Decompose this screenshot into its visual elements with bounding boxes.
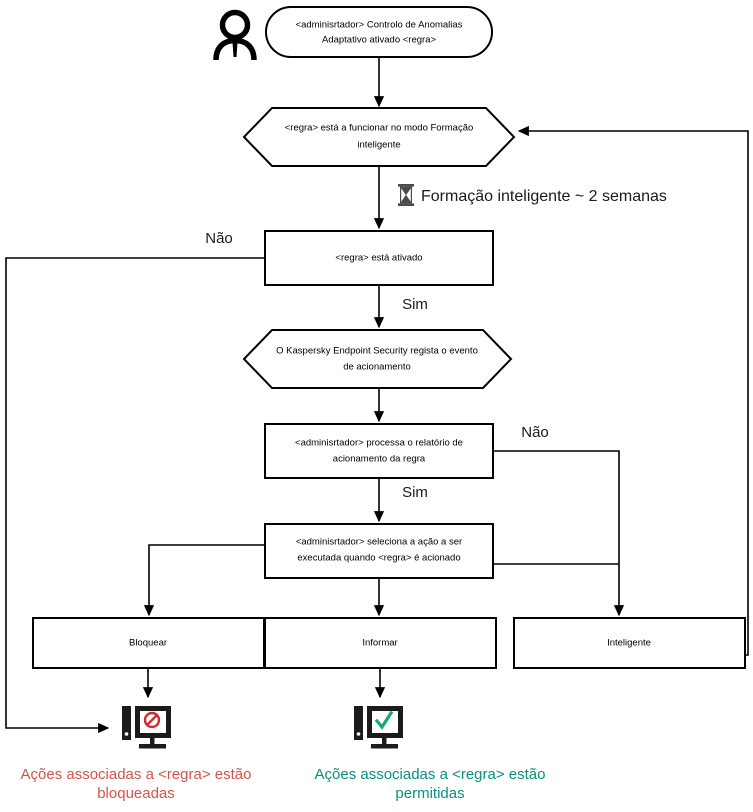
edge-smart-loopback — [517, 125, 749, 656]
outcome-caption-allowed-line1: Ações associadas a <regra> estão — [315, 766, 546, 783]
outcome-caption-blocked-line1: Ações associadas a <regra> estão — [21, 766, 252, 783]
node-admin-selects[interactable]: <adminisrtador> seleciona a ação a ser e… — [264, 523, 494, 579]
node-start-line2: Adaptativo ativado <regra> — [322, 35, 437, 46]
node-training-mode[interactable]: <regra> está a funcionar no modo Formaçã… — [242, 107, 516, 167]
node-action-inform[interactable]: Informar — [264, 617, 497, 669]
hourglass-icon — [398, 184, 414, 206]
outcome-caption-allowed: Ações associadas a <regra> estão permiti… — [315, 766, 546, 802]
outcome-caption-blocked: Ações associadas a <regra> estão bloquea… — [21, 766, 252, 802]
node-action-smart[interactable]: Inteligente — [513, 617, 746, 669]
node-start[interactable]: <adminisrtador> Controlo de Anomalias Ad… — [265, 6, 493, 58]
edge-selects-to-block — [143, 544, 265, 617]
node-rule-enabled[interactable]: <regra> está ativado — [264, 230, 494, 286]
node-admin-selects-line1: <adminisrtador> seleciona a ação a ser — [296, 537, 462, 548]
node-admin-report[interactable]: <adminisrtador> processa o relatório de … — [264, 423, 494, 479]
edge-label-admin-report-yes: Sim — [402, 484, 428, 501]
node-start-line1: <adminisrtador> Controlo de Anomalias — [296, 20, 463, 31]
edge-label-rule-enabled-no: Não — [205, 230, 233, 247]
note-training-duration: Formação inteligente ~ 2 semanas — [398, 184, 667, 206]
node-training-mode-line2: inteligente — [357, 140, 400, 151]
edge-label-admin-report-no: Não — [521, 424, 549, 441]
node-event-logged-line2: de acionamento — [343, 362, 411, 373]
person-tie-icon — [232, 42, 238, 57]
node-event-logged-line1: O Kaspersky Endpoint Security regista o … — [276, 346, 478, 357]
node-admin-report-line2: acionamento da regra — [333, 454, 426, 465]
node-rule-enabled-line1: <regra> está ativado — [335, 253, 422, 264]
outcome-caption-blocked-line2: bloqueadas — [97, 785, 175, 802]
monitor-allowed-icon — [354, 706, 403, 749]
note-training-duration-text: Formação inteligente ~ 2 semanas — [421, 188, 667, 205]
node-action-block-label: Bloquear — [129, 638, 167, 649]
node-action-smart-label: Inteligente — [607, 638, 651, 649]
monitor-blocked-icon — [122, 706, 171, 749]
person-icon — [213, 9, 257, 61]
edge-label-rule-enabled-yes: Sim — [402, 296, 428, 313]
edge-admin-report-no — [493, 450, 625, 617]
node-action-inform-label: Informar — [362, 638, 397, 649]
node-training-mode-line1: <regra> está a funcionar no modo Formaçã… — [285, 123, 474, 134]
edge-rule-enabled-no — [5, 257, 265, 734]
outcome-caption-allowed-line2: permitidas — [395, 785, 464, 802]
node-action-block[interactable]: Bloquear — [32, 617, 265, 669]
node-admin-selects-line2: executada quando <regra> é acionado — [297, 553, 460, 564]
node-event-logged[interactable]: O Kaspersky Endpoint Security regista o … — [242, 329, 513, 389]
node-admin-report-line1: <adminisrtador> processa o relatório de — [295, 438, 463, 449]
